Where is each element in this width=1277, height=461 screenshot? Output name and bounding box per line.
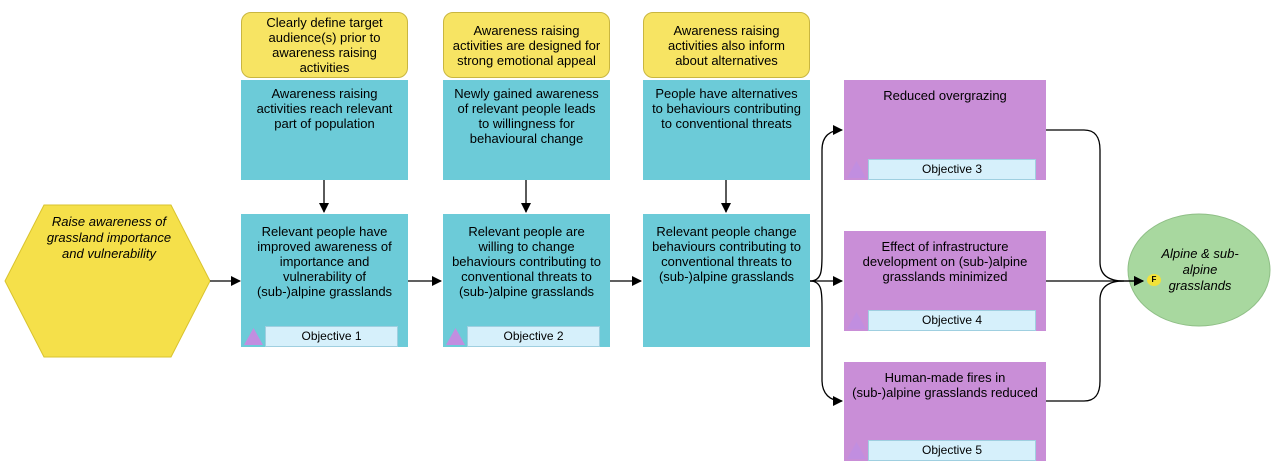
result-label-3: Relevant people change behaviours contri…: [652, 224, 801, 284]
connector-result-3-to-outcome-5: [809, 280, 843, 406]
outcome-box-4[interactable]: Effect of infrastructure development on …: [844, 231, 1046, 331]
connector-outcome-3-to-target: [1046, 129, 1144, 286]
result-box-3[interactable]: Relevant people change behaviours contri…: [643, 214, 810, 347]
assumption-box-3[interactable]: Awareness raising activities also inform…: [643, 12, 810, 78]
assumption-box-1[interactable]: Clearly define target audience(s) prior …: [241, 12, 408, 78]
condition-label-1: Awareness raising activities reach relev…: [256, 86, 393, 131]
condition-box-2[interactable]: Newly gained awareness of relevant peopl…: [443, 80, 610, 180]
factor-badge-icon: F: [1147, 274, 1161, 286]
outcome-box-3[interactable]: Reduced overgrazing Objective 3: [844, 80, 1046, 180]
condition-label-2: Newly gained awareness of relevant peopl…: [454, 86, 599, 146]
result-box-2[interactable]: Relevant people are willing to change be…: [443, 214, 610, 347]
assumption-label-2: Awareness raising activities are designe…: [452, 22, 601, 68]
condition-label-3: People have alternatives to behaviours c…: [652, 86, 801, 131]
connector-result-3-to-outcome-3: [809, 125, 843, 282]
assumption-box-2[interactable]: Awareness raising activities are designe…: [443, 12, 610, 78]
condition-box-3[interactable]: People have alternatives to behaviours c…: [643, 80, 810, 180]
target-label: Alpine & sub-alpine grasslands: [1161, 246, 1239, 293]
objective-tab-4[interactable]: Objective 4: [868, 310, 1036, 331]
connector-outcome-5-to-target: [1046, 280, 1125, 402]
objective-triangle-icon: [446, 328, 465, 345]
result-box-1[interactable]: Relevant people have improved awareness …: [241, 214, 408, 347]
objective-tab-5[interactable]: Objective 5: [868, 440, 1036, 461]
start-node-label: Raise awareness of grassland importance …: [46, 214, 172, 261]
objective-tab-2[interactable]: Objective 2: [467, 326, 600, 347]
outcome-label-5: Human-made fires in (sub-)alpine grassla…: [852, 370, 1038, 400]
condition-box-1[interactable]: Awareness raising activities reach relev…: [241, 80, 408, 180]
outcome-label-4: Effect of infrastructure development on …: [862, 239, 1028, 284]
assumption-label-3: Awareness raising activities also inform…: [667, 22, 786, 68]
target-ellipse-shape: [1127, 213, 1271, 327]
outcome-label-3: Reduced overgrazing: [883, 88, 1007, 103]
result-label-1: Relevant people have improved awareness …: [256, 224, 393, 299]
assumption-label-1: Clearly define target audience(s) prior …: [266, 15, 383, 75]
result-label-2: Relevant people are willing to change be…: [452, 224, 601, 299]
objective-triangle-icon: [847, 312, 866, 329]
objective-tab-1[interactable]: Objective 1: [265, 326, 398, 347]
objective-triangle-icon: [847, 442, 866, 459]
objective-triangle-icon: [847, 161, 866, 178]
outcome-box-5[interactable]: Human-made fires in (sub-)alpine grassla…: [844, 362, 1046, 461]
objective-triangle-icon: [244, 328, 263, 345]
objective-tab-3[interactable]: Objective 3: [868, 159, 1036, 180]
